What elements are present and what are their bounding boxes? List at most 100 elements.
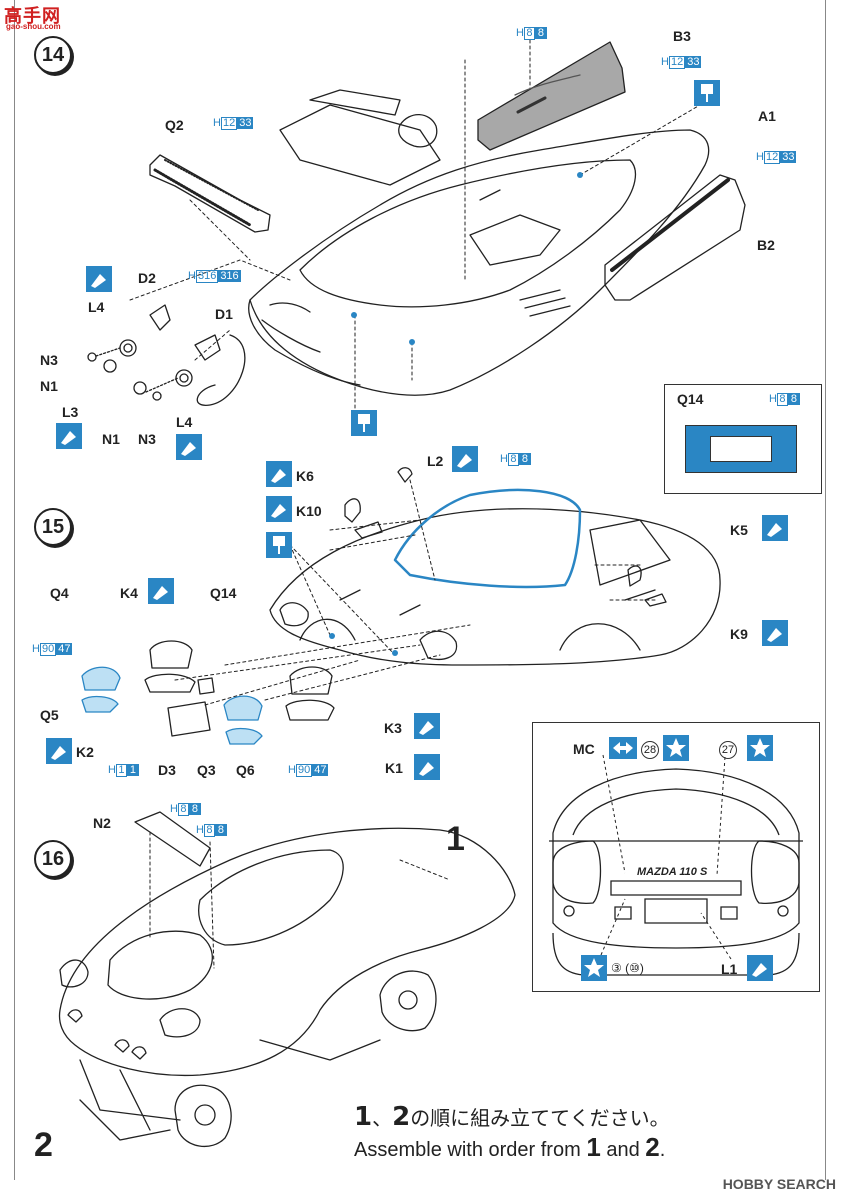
instruction-japanese: 1、2の順に組み立ててください。 <box>354 1102 670 1132</box>
margin-line-left <box>14 0 15 1180</box>
part-label-d2: D2 <box>138 270 156 286</box>
seat-shapes <box>469 189 561 266</box>
nut-n3b <box>152 391 162 401</box>
part-label-k2: K2 <box>76 744 94 760</box>
part-q4 <box>81 666 121 691</box>
decal-label-mc: MC <box>573 741 595 757</box>
car16-wheel-rear <box>379 970 437 1032</box>
step-number-16: 16 <box>34 840 72 878</box>
part-label-q14: Q14 <box>210 585 237 601</box>
part-q6 <box>225 727 263 745</box>
car16-fog-lamps <box>67 1009 147 1060</box>
star-decal-icon <box>747 735 773 761</box>
glue-icon <box>56 423 82 449</box>
car15-wheel-arch-rear <box>559 623 641 651</box>
step-number-15: 15 <box>34 508 72 546</box>
q14-decal <box>685 425 797 473</box>
part-label-k3: K3 <box>384 720 402 736</box>
glue-icon <box>86 266 112 292</box>
car15-door-handles <box>339 589 656 616</box>
part-label-n1a: N1 <box>40 378 58 394</box>
part-label-k5: K5 <box>730 522 748 538</box>
glue-icon <box>452 446 478 472</box>
part-label-q5: Q5 <box>40 707 59 723</box>
car16-chassis <box>79 1039 381 1141</box>
glue-icon <box>148 578 174 604</box>
glue-icon <box>762 515 788 541</box>
logo-subtext: gao-shou.com <box>6 22 61 31</box>
rear-vents <box>519 289 571 317</box>
glue-icon <box>266 461 292 487</box>
lamp-l3a <box>103 359 117 373</box>
car16-wheel-front <box>174 1084 232 1148</box>
inset-q14-label: Q14 <box>677 391 704 407</box>
part-label-k1: K1 <box>385 760 403 776</box>
glue-icon <box>414 713 440 739</box>
step-number-14: 14 <box>34 36 72 74</box>
steering-wheel <box>398 113 438 148</box>
mesh-panel-q2 <box>149 154 271 233</box>
car16-headlamp <box>59 959 201 1038</box>
panel-b2 <box>604 174 746 301</box>
part-label-l1: L1 <box>721 961 738 977</box>
glue-icon <box>266 496 292 522</box>
part-label-k6: K6 <box>296 468 314 484</box>
decal-number-27: 27 <box>719 741 737 759</box>
part-label-n3a: N3 <box>40 352 58 368</box>
lamp-l4b <box>175 369 193 387</box>
part-label-b2: B2 <box>757 237 775 253</box>
part-label-q6: Q6 <box>236 762 255 778</box>
body-shell-outline <box>249 129 710 396</box>
arrow-left-right-icon <box>609 737 637 759</box>
bracket-d2 <box>149 304 171 331</box>
site-logo[interactable]: 高手网 gao-shou.com <box>4 2 72 32</box>
assembly-order-1: 1 <box>446 820 465 858</box>
car15-roof <box>393 488 582 589</box>
part-label-l4b: L4 <box>176 414 193 430</box>
part-k3 <box>289 666 333 695</box>
logo-text: 高手网 <box>4 6 61 26</box>
part-k4 <box>149 640 193 669</box>
rear-badge-plate: MAZDA 110 S <box>637 866 708 878</box>
part-k6 <box>344 498 361 523</box>
star-decal-icon <box>663 735 689 761</box>
cement-drop-icon <box>266 532 292 558</box>
part-label-n2: N2 <box>93 815 111 831</box>
part-k2 <box>144 673 196 693</box>
glue-icon <box>747 955 773 981</box>
part-label-k4: K4 <box>120 585 138 601</box>
lamp-l4a <box>119 339 137 357</box>
body-cockpit <box>299 159 637 308</box>
part-n2 <box>134 811 211 867</box>
glue-icon <box>176 434 202 460</box>
car16-body <box>58 827 516 1077</box>
part-label-a1: A1 <box>758 108 776 124</box>
part-label-k10: K10 <box>296 503 322 519</box>
cement-drop-icon <box>351 410 377 436</box>
lamp-l3b <box>133 381 147 395</box>
part-l2 <box>397 467 413 483</box>
car15-wheel-arch-front <box>299 618 356 641</box>
part-q3 <box>223 695 263 721</box>
instruction-english: Assemble with order from 1 and 2. <box>354 1132 666 1162</box>
part-label-l4a: L4 <box>88 299 105 315</box>
car16-windshield <box>198 849 344 946</box>
part-label-d1: D1 <box>215 306 233 322</box>
inset-rear-view: MC 28 27 MAZDA 110 S ③ (⑩) L1 <box>532 722 820 992</box>
margin-line-right <box>825 0 826 1180</box>
cement-drop-icon <box>694 80 720 106</box>
